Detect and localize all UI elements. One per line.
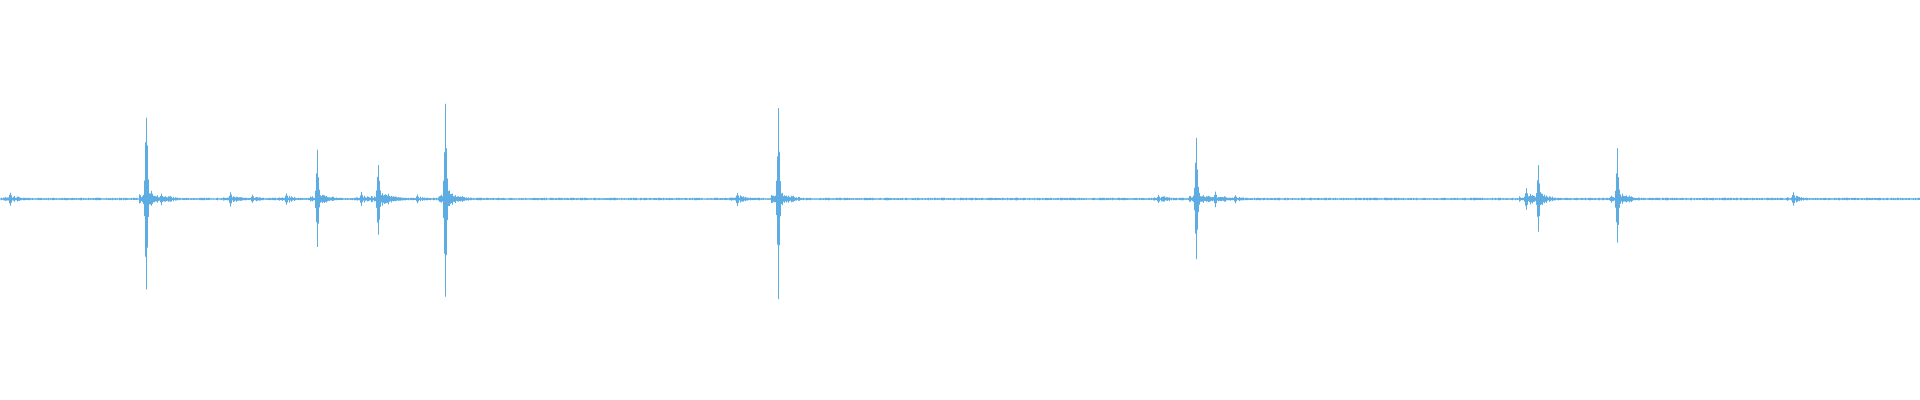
waveform-samples: [0, 103, 1920, 300]
